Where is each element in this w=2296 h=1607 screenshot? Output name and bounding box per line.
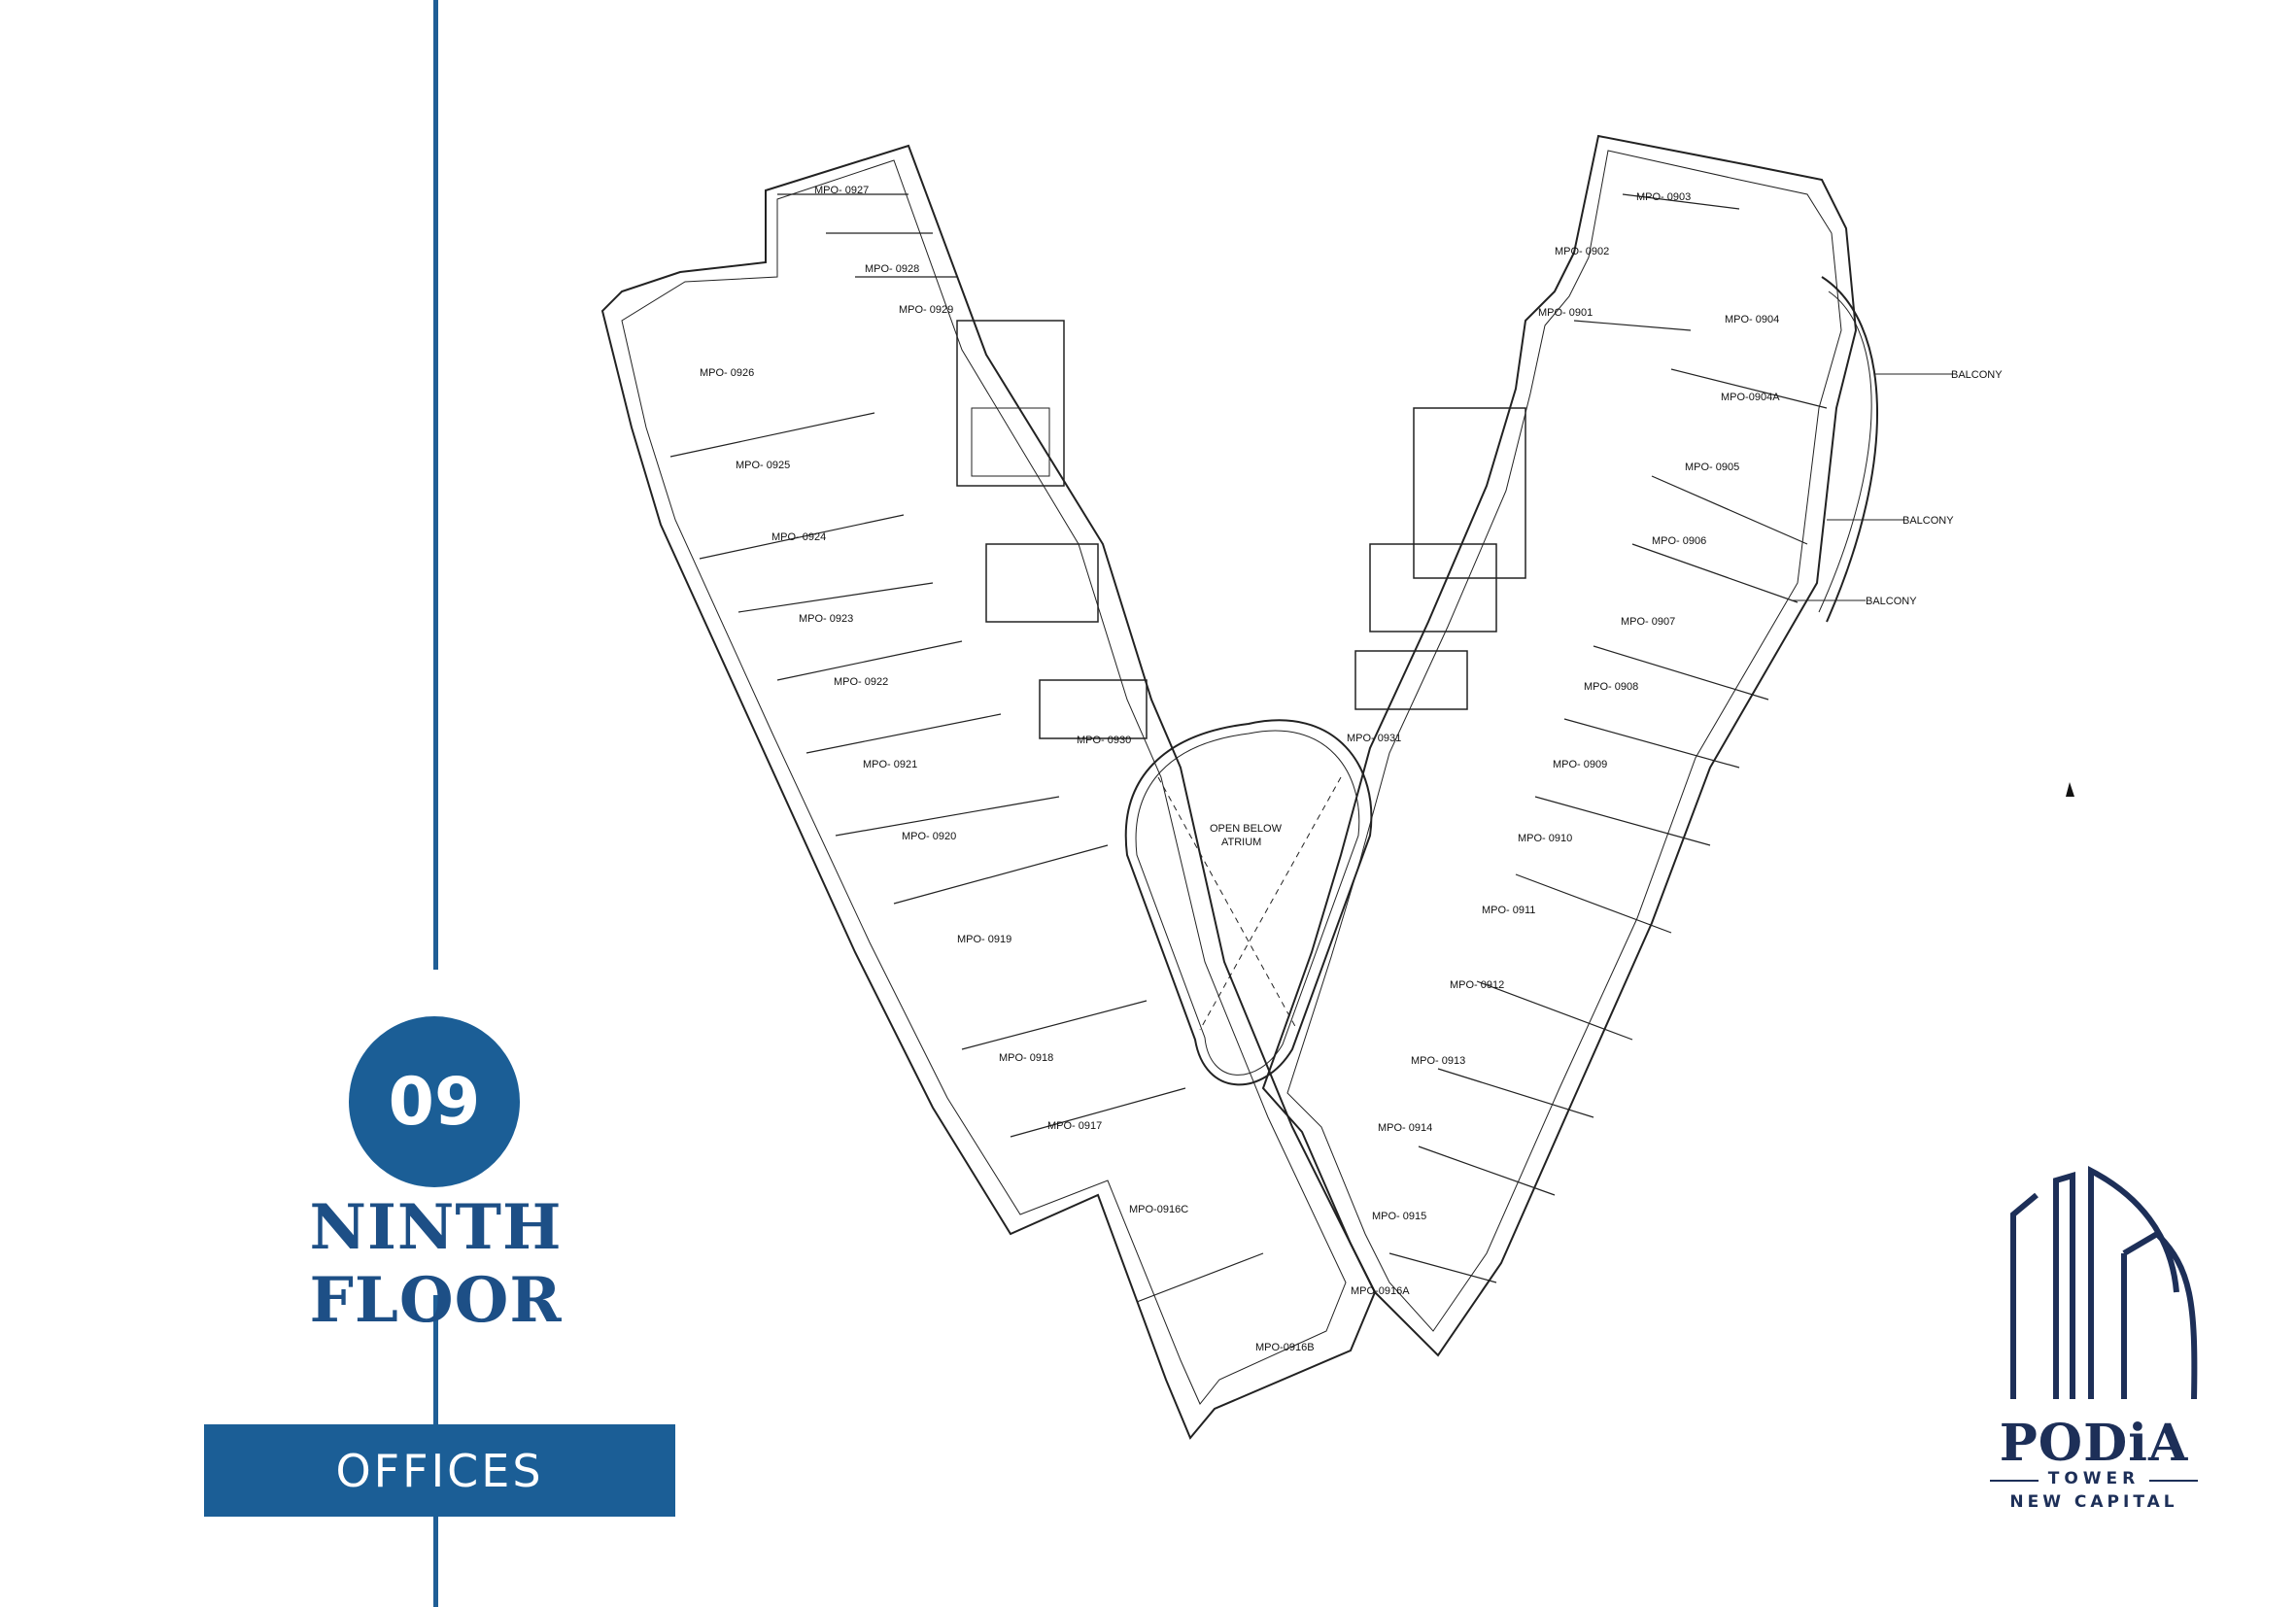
unit-label: MPO- 0910 <box>1518 833 1572 844</box>
brand-logo-mark <box>2010 1166 2198 1400</box>
brand-sub2: NEW CAPITAL <box>2009 1492 2178 1512</box>
unit-label: MPO- 0921 <box>863 759 917 770</box>
unit-label: MPO- 0912 <box>1450 979 1504 991</box>
balcony-label: BALCONY <box>1866 596 1917 607</box>
unit-label: MPO- 0918 <box>999 1052 1053 1064</box>
category-tag: OFFICES <box>204 1424 675 1517</box>
balcony-label: BALCONY <box>1951 369 2003 381</box>
unit-label: MPO- 0917 <box>1047 1120 1102 1132</box>
category-label: OFFICES <box>335 1444 544 1497</box>
brand-name: PODiA <box>1999 1414 2189 1473</box>
unit-label: MPO- 0908 <box>1584 681 1638 693</box>
unit-label: MPO- 0911 <box>1482 905 1535 916</box>
unit-label: MPO- 0923 <box>799 613 853 625</box>
right-wing-inner <box>1286 150 1842 1332</box>
unit-label: MPO- 0902 <box>1555 246 1609 257</box>
unit-label: MPO- 0907 <box>1621 616 1675 628</box>
unit-label: MPO- 0914 <box>1378 1122 1432 1134</box>
unit-label: MPO- 0901 <box>1538 307 1593 319</box>
brand-sub-row: TOWER <box>1982 1469 2206 1488</box>
unit-label: MPO- 0925 <box>736 460 790 471</box>
unit-label: MPO- 0904 <box>1725 314 1779 325</box>
unit-label: MPO- 0915 <box>1372 1211 1426 1222</box>
unit-label: MPO- 0909 <box>1553 759 1607 770</box>
divider-line-top <box>433 0 438 970</box>
brand-rule-right <box>2149 1480 2199 1482</box>
atrium-label: OPEN BELOW <box>1210 823 1283 835</box>
atrium-label: ATRIUM <box>1221 837 1261 848</box>
brand-sub1: TOWER <box>2047 1469 2141 1488</box>
unit-label: MPO- 0903 <box>1636 191 1691 203</box>
left-wing-outline <box>600 144 1377 1440</box>
unit-label: MPO-0904A <box>1721 392 1780 403</box>
unit-label: MPO-0916C <box>1129 1204 1188 1215</box>
brand-rule-left <box>1989 1480 2039 1482</box>
unit-label: MPO- 0905 <box>1685 462 1739 473</box>
unit-label: MPO- 0927 <box>814 185 869 196</box>
unit-label: MPO- 0926 <box>700 367 754 379</box>
right-wing-outline <box>1261 134 1858 1357</box>
unit-label: MPO- 0913 <box>1411 1055 1465 1067</box>
floor-title: NINTH FLOOR <box>309 1191 563 1337</box>
balcony-label: BALCONY <box>1902 515 1954 527</box>
unit-label: MPO-0916B <box>1255 1342 1315 1353</box>
unit-label: MPO- 0930 <box>1077 735 1131 746</box>
unit-label: MPO- 0924 <box>771 531 826 543</box>
balcony-curve <box>1821 276 1879 623</box>
unit-label: MPO- 0931 <box>1347 733 1401 744</box>
unit-label: MPO- 0929 <box>899 304 953 316</box>
north-arrow-icon <box>2066 782 2074 797</box>
unit-label: MPO- 0922 <box>834 676 888 688</box>
unit-label: MPO-0916A <box>1351 1285 1410 1297</box>
unit-label: MPO- 0906 <box>1652 535 1706 547</box>
brand-logo: PODiA TOWER NEW CAPITAL <box>1982 1414 2206 1512</box>
unit-label: MPO- 0919 <box>957 934 1011 945</box>
left-wing-inner <box>621 159 1347 1405</box>
floor-number-badge: 09 <box>349 1016 520 1187</box>
unit-label: MPO- 0928 <box>865 263 919 275</box>
atrium-outline <box>1124 719 1373 1086</box>
unit-label: MPO- 0920 <box>902 831 956 842</box>
